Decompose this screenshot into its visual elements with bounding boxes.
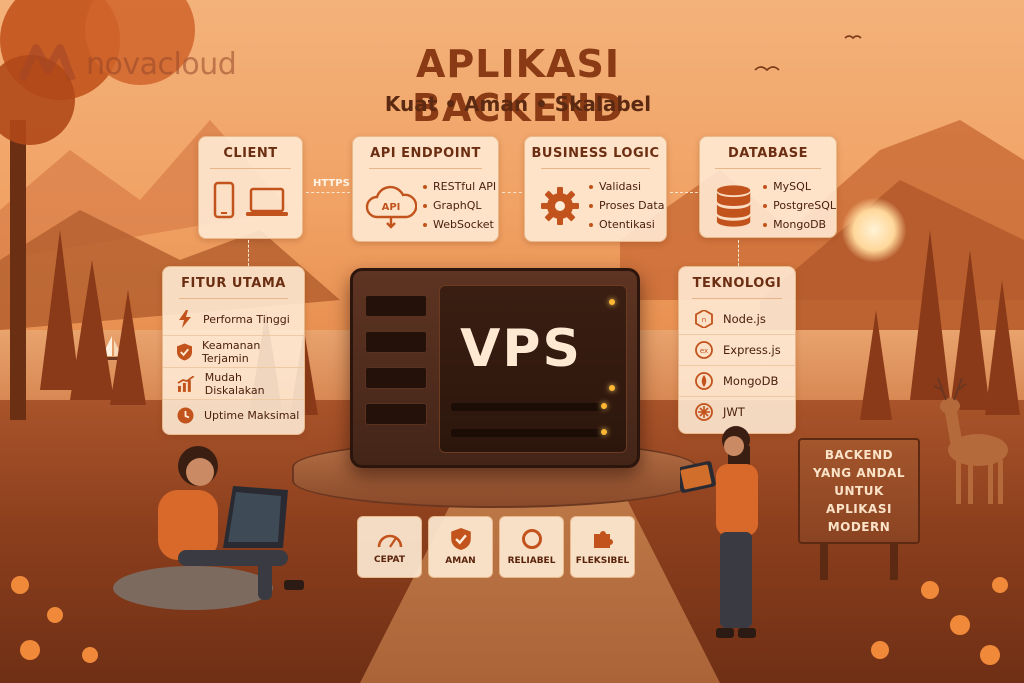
database-card: DATABASE MySQL PostgreSQL MongoDB — [699, 136, 837, 238]
feature-item: Mudah Diskalakan — [163, 367, 304, 399]
status-led — [609, 385, 615, 391]
flow-connector — [670, 192, 698, 193]
brand-logo: novacloud — [18, 44, 237, 84]
api-endpoint-card: API ENDPOINT API RESTful API GraphQL Web… — [352, 136, 499, 242]
person-standing-with-tablet — [680, 426, 758, 638]
foreground-flowers — [11, 576, 1008, 665]
list-item: GraphQL — [423, 196, 496, 215]
badge-aman: AMAN — [428, 516, 493, 578]
client-card: CLIENT — [198, 136, 303, 239]
badge-reliabel: RELIABEL — [499, 516, 564, 578]
jwt-icon — [695, 403, 713, 421]
flow-connector — [248, 240, 249, 266]
page-subtitle: Kuat • Aman • Skalabel — [384, 92, 652, 116]
page-title: APLIKASI BACKEND — [411, 42, 624, 130]
list-item: MySQL — [763, 177, 836, 196]
quality-badges: CEPAT AMAN RELIABEL FLEKSIBEL — [357, 516, 635, 578]
express-icon: ex — [695, 341, 713, 359]
database-list: MySQL PostgreSQL MongoDB — [763, 177, 836, 234]
business-logic-card: BUSINESS LOGIC Validasi Proses Data Oten… — [524, 136, 667, 242]
features-panel: FITUR UTAMA Performa Tinggi Keamanan Ter… — [162, 266, 305, 435]
tech-item: MongoDB — [679, 365, 795, 396]
client-card-title: CLIENT — [199, 137, 302, 169]
shield-check-icon — [450, 528, 471, 550]
drive-bay — [451, 403, 607, 411]
feature-item: Keamanan Terjamin — [163, 335, 304, 367]
tech-item: ex Express.js — [679, 334, 795, 365]
gear-icon — [541, 186, 579, 225]
tech-item: n Node.js — [679, 303, 795, 334]
logic-list: Validasi Proses Data Otentikasi — [589, 177, 664, 234]
sign-post — [890, 520, 898, 580]
deer-icon — [933, 377, 1008, 504]
puzzle-icon — [593, 531, 613, 548]
nodejs-icon: n — [695, 309, 713, 328]
growth-chart-icon — [177, 375, 195, 392]
speedometer-icon — [377, 534, 402, 548]
logic-card-title: BUSINESS LOGIC — [525, 137, 666, 169]
database-icon — [716, 184, 751, 227]
brand-name: novacloud — [86, 46, 237, 82]
svg-text:ex: ex — [700, 347, 708, 355]
sign-line: YANG ANDAL — [812, 466, 906, 480]
smartphone-icon — [213, 181, 234, 219]
features-title: FITUR UTAMA — [163, 267, 304, 299]
list-item: WebSocket — [423, 215, 496, 234]
sign-line: BACKEND — [824, 448, 894, 462]
server-side-panel — [365, 295, 427, 455]
technology-title: TEKNOLOGI — [679, 267, 795, 299]
sun — [842, 198, 906, 262]
server-front — [439, 285, 627, 453]
shield-check-icon — [177, 343, 193, 360]
clock-icon — [177, 407, 194, 424]
feature-item: Uptime Maksimal — [163, 399, 304, 431]
wooden-sign: BACKEND YANG ANDAL UNTUK APLIKASI MODERN — [798, 438, 920, 544]
badge-fleksibel: FLEKSIBEL — [570, 516, 635, 578]
list-item: MongoDB — [763, 215, 836, 234]
svg-text:n: n — [702, 316, 706, 324]
list-item: Validasi — [589, 177, 664, 196]
list-item: Proses Data — [589, 196, 664, 215]
api-cloud-icon: API — [365, 185, 417, 229]
list-item: PostgreSQL — [763, 196, 836, 215]
status-led — [609, 299, 615, 305]
forest-right — [860, 230, 1020, 420]
api-icon-label: API — [382, 202, 401, 213]
api-list: RESTful API GraphQL WebSocket — [423, 177, 496, 234]
vps-server: VPS — [350, 268, 640, 468]
mongodb-icon — [695, 372, 713, 390]
lightning-icon — [179, 310, 191, 328]
person-sitting-with-laptop — [113, 446, 304, 610]
laptop-icon — [245, 187, 288, 216]
sign-post — [820, 520, 828, 580]
list-item: RESTful API — [423, 177, 496, 196]
feature-item: Performa Tinggi — [163, 303, 304, 335]
api-card-title: API ENDPOINT — [353, 137, 498, 169]
database-card-title: DATABASE — [700, 137, 836, 169]
birds — [754, 35, 862, 72]
status-led — [601, 429, 607, 435]
badge-cepat: CEPAT — [357, 516, 422, 578]
technology-panel: TEKNOLOGI n Node.js ex Express.js MongoD… — [678, 266, 796, 434]
drive-bay — [451, 429, 607, 437]
vps-label: VPS — [460, 319, 582, 379]
list-item: Otentikasi — [589, 215, 664, 234]
https-label: HTTPS — [313, 178, 350, 189]
flow-connector — [502, 192, 522, 193]
sign-line: MODERN — [827, 520, 891, 534]
tech-item: JWT — [679, 396, 795, 427]
brand-logo-icon — [18, 44, 76, 82]
flow-connector — [738, 240, 739, 266]
status-led — [601, 403, 607, 409]
sign-line: UNTUK APLIKASI — [826, 484, 892, 516]
flow-connector — [306, 192, 350, 193]
ring-icon — [521, 529, 542, 549]
